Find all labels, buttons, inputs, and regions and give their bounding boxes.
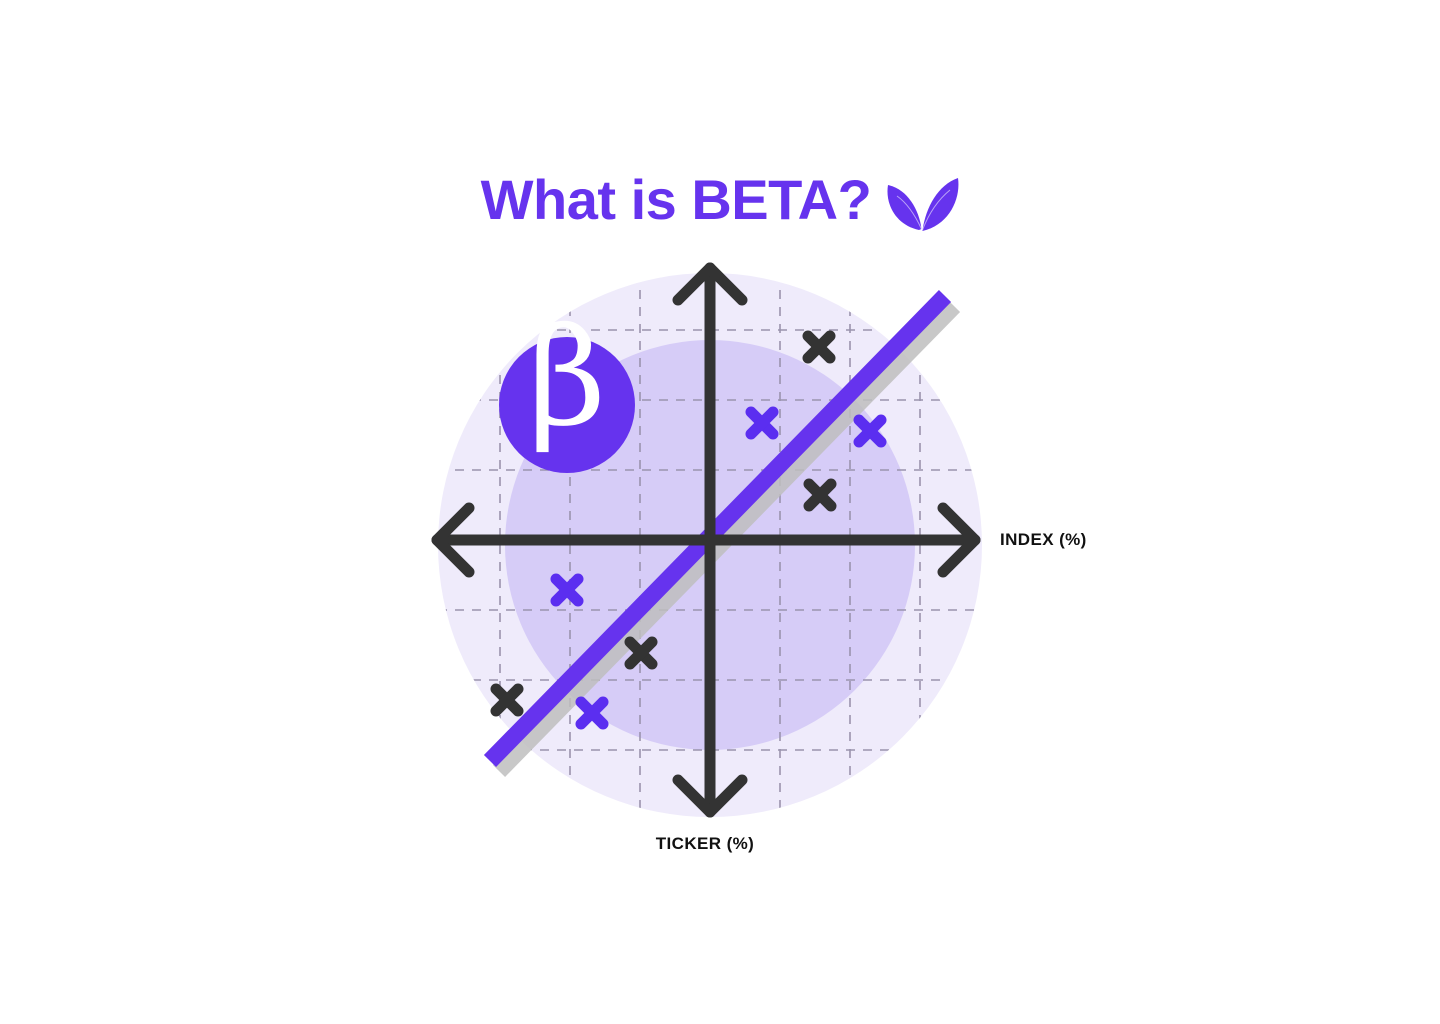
leaf-icon — [887, 178, 959, 231]
axes — [431, 262, 981, 818]
data-point-marker — [802, 330, 836, 364]
trendline — [483, 290, 952, 767]
y-axis-label: TICKER (%) — [655, 834, 755, 853]
data-point-marker — [803, 478, 837, 512]
y-axis-arrow-down — [672, 774, 748, 818]
beta-badge-circle — [499, 337, 635, 473]
y-axis-arrow-up — [672, 262, 748, 306]
purple-marker-group — [550, 406, 887, 730]
data-point-marker — [550, 573, 584, 607]
x-axis-arrow-right — [937, 502, 981, 578]
title-text: What is BETA? — [480, 168, 872, 231]
data-point-marker — [745, 406, 779, 440]
data-point-marker — [624, 636, 658, 670]
x-axis-label: INDEX (%) — [1000, 530, 1087, 549]
beta-symbol: β — [528, 299, 606, 456]
x-axis-arrow-left — [431, 502, 475, 578]
beta-badge: β — [499, 299, 635, 473]
data-point-marker — [490, 683, 524, 717]
data-point-marker — [575, 696, 609, 730]
page-title: What is BETA? — [0, 160, 1440, 240]
dark-marker-group — [490, 330, 837, 717]
data-point-marker — [853, 414, 887, 448]
